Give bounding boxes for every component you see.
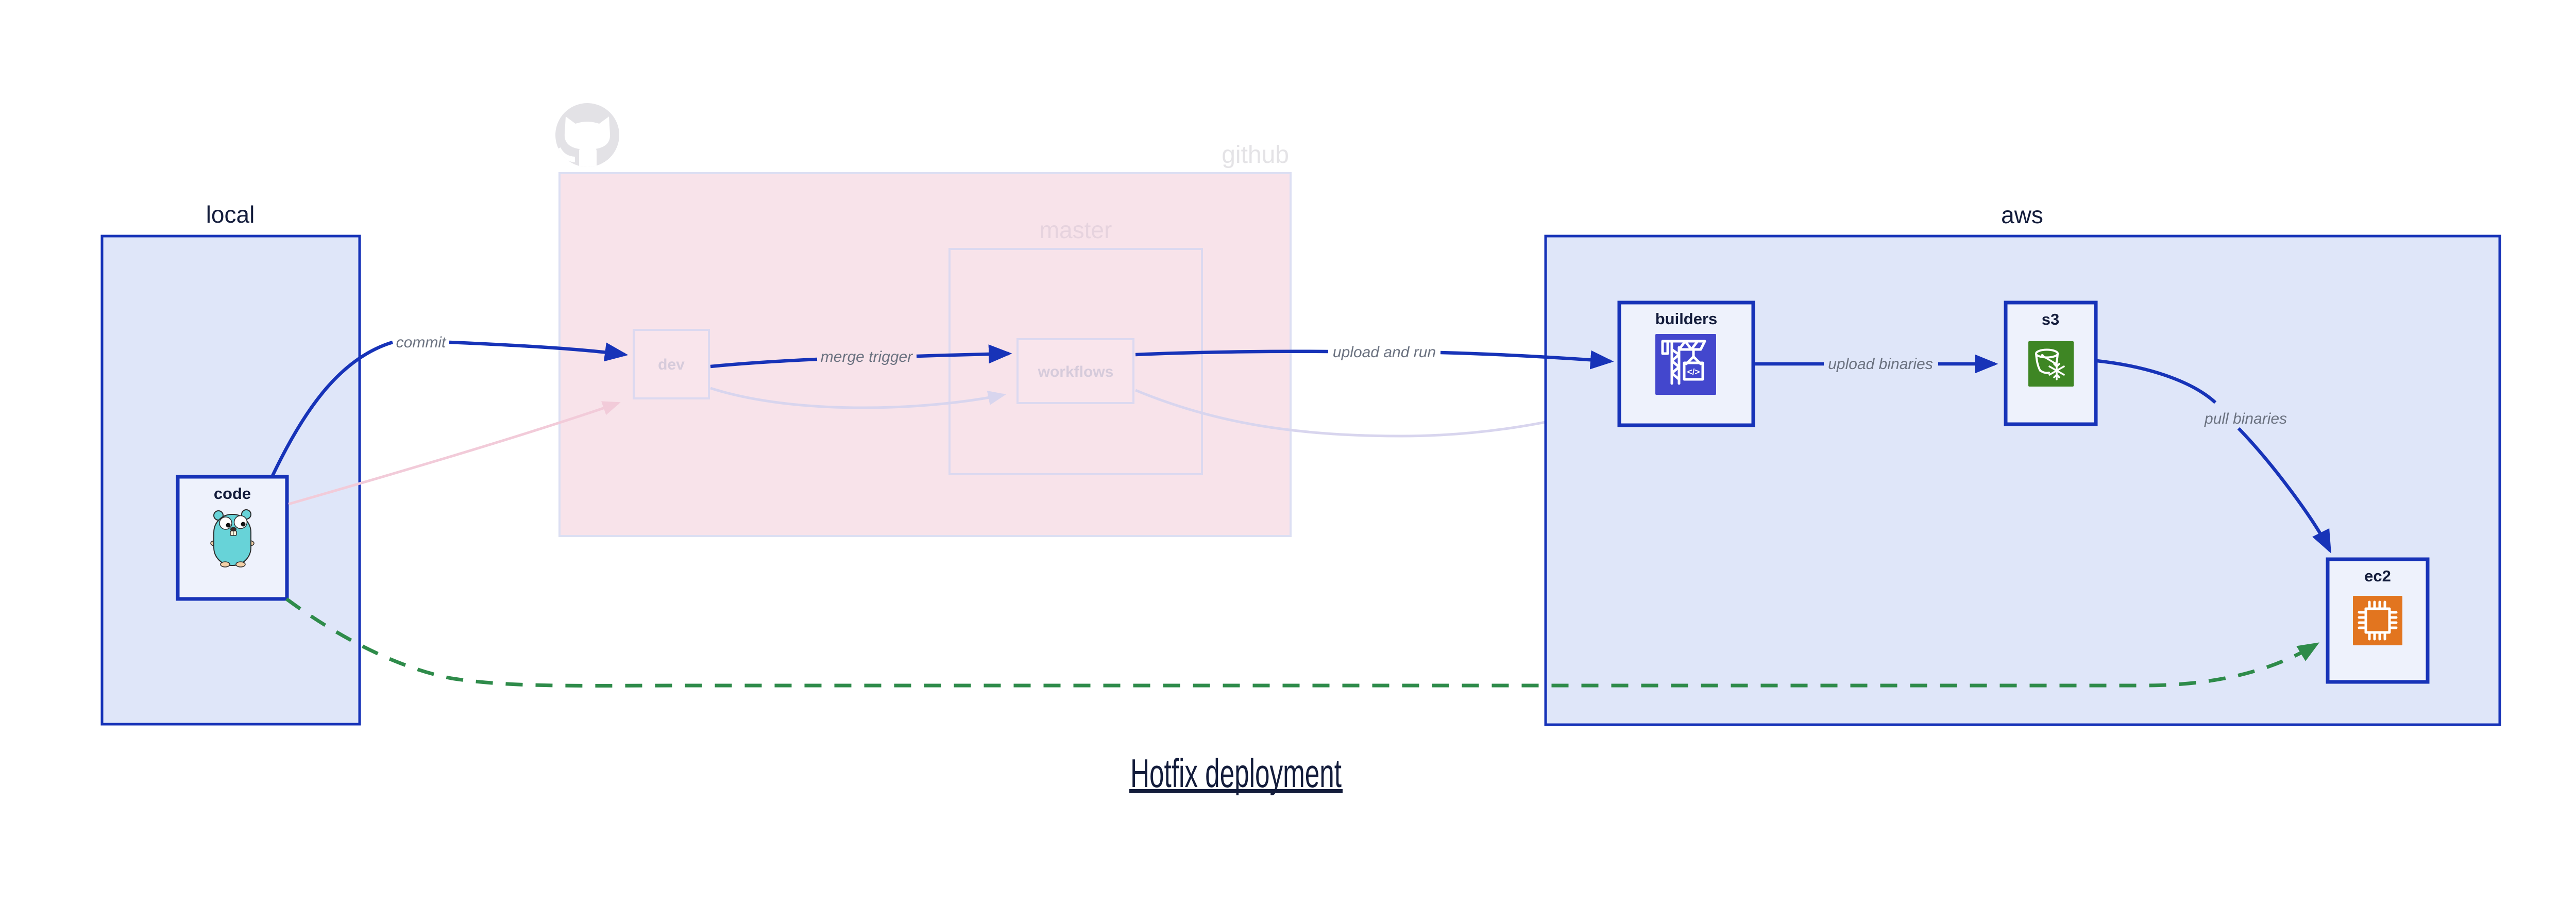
blue-edges: commit merge trigger upload and run uplo… bbox=[270, 334, 2331, 554]
edge-merge-trigger-segment-b bbox=[916, 344, 1012, 364]
group-master-box bbox=[948, 248, 1203, 475]
edge-merge-trigger-label: merge trigger bbox=[821, 348, 913, 365]
node-code-label: code bbox=[214, 485, 251, 503]
node-builders: builders </> bbox=[1617, 300, 1755, 427]
edge-upload-and-run-label: upload and run bbox=[1333, 344, 1436, 361]
edge-upload-and-run-segment-b bbox=[1440, 350, 1614, 370]
node-ec2: ec2 bbox=[2326, 557, 2430, 684]
node-dev: dev bbox=[633, 329, 710, 399]
faded-edge-code-to-dev bbox=[288, 401, 621, 506]
edge-commit-segment-b bbox=[449, 340, 629, 362]
node-ec2-label: ec2 bbox=[2364, 567, 2391, 585]
codebuild-crane-icon: </> bbox=[1655, 334, 1716, 395]
edge-hotfix-code-to-ec2 bbox=[285, 597, 2319, 688]
edge-pull-binaries-label: pull binaries bbox=[2204, 410, 2287, 427]
edge-upload-binaries-label: upload binaries bbox=[1828, 356, 1933, 373]
edge-commit-segment-a bbox=[270, 340, 393, 478]
codebuild-code-glyph: </> bbox=[1687, 367, 1700, 377]
group-local-label: local bbox=[206, 201, 255, 228]
node-s3: s3 bbox=[2004, 300, 2098, 426]
node-dev-box bbox=[633, 329, 710, 399]
node-s3-label: s3 bbox=[2042, 310, 2059, 328]
group-master-label: master bbox=[1040, 216, 1112, 243]
node-builders-label: builders bbox=[1655, 310, 1718, 328]
node-dev-label: dev bbox=[658, 356, 685, 373]
faded-edge-dev-to-workflows bbox=[710, 387, 1006, 409]
group-github: github master dev workflows bbox=[555, 103, 1292, 537]
node-workflows-box bbox=[1016, 338, 1134, 404]
edge-pull-binaries-segment-b bbox=[2237, 427, 2331, 554]
go-gopher-icon bbox=[210, 509, 255, 567]
title-text: Hotfix deployment bbox=[1130, 750, 1342, 796]
group-aws-label: aws bbox=[2001, 202, 2043, 228]
edge-upload-and-run-segment-a bbox=[1135, 349, 1329, 357]
edge-commit-label: commit bbox=[396, 334, 447, 351]
ec2-chip-icon bbox=[2353, 596, 2402, 645]
node-workflows-label: workflows bbox=[1038, 363, 1114, 380]
group-local: local code bbox=[100, 201, 361, 726]
group-aws: aws builders </> bbox=[1544, 202, 2501, 726]
edge-merge-trigger-segment-a bbox=[710, 357, 818, 369]
github-octocat-icon bbox=[555, 103, 619, 167]
edge-pull-binaries-segment-a bbox=[2096, 359, 2217, 404]
group-github-label: github bbox=[1222, 141, 1289, 169]
s3-glacier-bucket-icon bbox=[2028, 341, 2074, 387]
title-underline bbox=[1129, 789, 1343, 793]
node-workflows: workflows bbox=[1016, 338, 1134, 404]
node-code: code bbox=[176, 475, 289, 601]
diagram-title: Hotfix deployment bbox=[1129, 750, 1343, 796]
